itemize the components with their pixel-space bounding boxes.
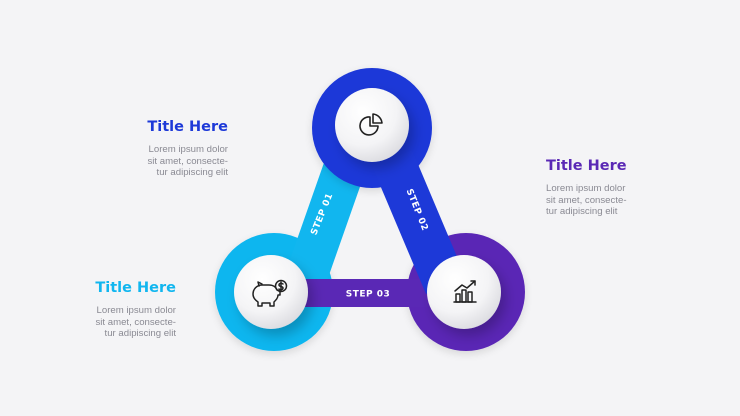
body-line: sit amet, consecte- (546, 194, 627, 206)
body-line: sit amet, consecte- (147, 155, 228, 167)
body-line: Lorem ipsum dolor (546, 183, 626, 194)
block-title: Title Here (546, 158, 627, 174)
piggy-bank-dollar-icon (252, 279, 288, 307)
cyan-node-ball (234, 255, 308, 329)
info-block-right: Title Here Lorem ipsum dolor sit amet, c… (546, 157, 656, 218)
bar-chart-growth-icon (453, 280, 477, 303)
block-body: Lorem ipsum dolor sit amet, consecte- tu… (546, 183, 656, 218)
block-body: Lorem ipsum dolor sit amet, consecte- tu… (120, 144, 228, 179)
purple-node-ball (427, 255, 501, 329)
body-line: Lorem ipsum dolor (96, 305, 176, 316)
block-title: Title Here (147, 119, 228, 135)
block-body: Lorem ipsum dolor sit amet, consecte- tu… (66, 305, 176, 340)
body-line: tur adipiscing elit (156, 167, 228, 179)
step-03-connector: STEP 03 (296, 279, 446, 307)
step-01-connector: STEP 01 (280, 157, 368, 295)
body-line: tur adipiscing elit (546, 206, 618, 218)
step-02-connector: STEP 02 (372, 150, 466, 294)
blue-node-ball (335, 88, 409, 162)
block-title: Title Here (95, 280, 176, 296)
info-block-bottom-left: Title Here Lorem ipsum dolor sit amet, c… (66, 279, 176, 340)
pie-chart-icon (359, 113, 383, 136)
body-line: Lorem ipsum dolor (148, 144, 228, 155)
step-03-label: STEP 03 (346, 290, 391, 300)
body-line: sit amet, consecte- (95, 316, 176, 328)
body-line: tur adipiscing elit (104, 328, 176, 340)
info-block-top-left: Title Here Lorem ipsum dolor sit amet, c… (120, 118, 228, 179)
